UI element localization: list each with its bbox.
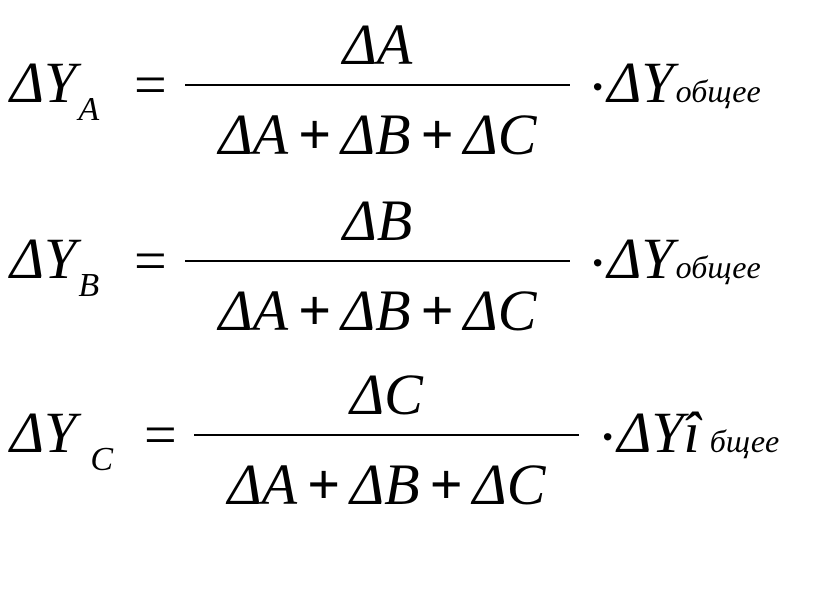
fraction-line bbox=[194, 434, 579, 436]
lhs-subscript: B bbox=[78, 267, 100, 304]
fraction-line bbox=[185, 84, 570, 86]
plus-sign: + bbox=[420, 102, 454, 167]
denom-term-c: ΔC bbox=[472, 452, 546, 517]
plus-sign: + bbox=[429, 452, 463, 517]
lhs-subscript: C bbox=[90, 441, 113, 478]
rhs-word: общее bbox=[675, 249, 761, 285]
denom-term-c: ΔC bbox=[463, 102, 537, 167]
numerator: ΔA bbox=[342, 12, 413, 77]
rhs-main: ΔY bbox=[607, 226, 674, 291]
plus-sign: + bbox=[298, 102, 332, 167]
denom-term-a: ΔA bbox=[218, 278, 289, 343]
formula-delta-y-a: ΔYA = ΔA ΔA+ΔB+ΔC ·ΔYобщее bbox=[0, 0, 815, 170]
plus-sign: + bbox=[420, 278, 454, 343]
rhs-word: общее bbox=[675, 73, 761, 109]
denom-term-c: ΔC bbox=[463, 278, 537, 343]
lhs-delta-y-b: ΔYB bbox=[10, 230, 99, 303]
lhs-subscript: A bbox=[78, 91, 100, 128]
equals-sign: = bbox=[134, 52, 167, 117]
lhs-main: ΔY bbox=[10, 50, 77, 115]
formula-delta-y-b: ΔYB = ΔB ΔA+ΔB+ΔC ·ΔYобщее bbox=[0, 176, 815, 346]
denom-term-b: ΔB bbox=[341, 278, 411, 343]
denominator: ΔA+ΔB+ΔC bbox=[185, 106, 570, 164]
denominator: ΔA+ΔB+ΔC bbox=[194, 456, 579, 514]
denom-term-b: ΔB bbox=[350, 452, 420, 517]
denom-term-a: ΔA bbox=[218, 102, 289, 167]
plus-sign: + bbox=[307, 452, 341, 517]
plus-sign: + bbox=[298, 278, 332, 343]
lhs-delta-y-a: ΔYA bbox=[10, 54, 99, 127]
equals-sign: = bbox=[144, 402, 177, 467]
equals-sign: = bbox=[134, 228, 167, 293]
numerator: ΔC bbox=[350, 362, 423, 427]
numerator: ΔB bbox=[342, 188, 413, 253]
denom-term-a: ΔA bbox=[227, 452, 298, 517]
rhs-total: ·ΔYобщее bbox=[590, 54, 761, 112]
rhs-total: ·ΔYобщее bbox=[590, 230, 761, 288]
multiply-dot: · bbox=[590, 61, 606, 112]
multiply-dot: · bbox=[590, 237, 606, 288]
denominator: ΔA+ΔB+ΔC bbox=[185, 282, 570, 340]
lhs-main: ΔY bbox=[10, 400, 77, 465]
rhs-word: бщее bbox=[709, 423, 780, 459]
rhs-main: ΔY bbox=[607, 50, 674, 115]
rhs-main: ΔYî bbox=[617, 400, 700, 465]
multiply-dot: · bbox=[600, 411, 616, 462]
lhs-main: ΔY bbox=[10, 226, 77, 291]
fraction-line bbox=[185, 260, 570, 262]
denom-term-b: ΔB bbox=[341, 102, 411, 167]
